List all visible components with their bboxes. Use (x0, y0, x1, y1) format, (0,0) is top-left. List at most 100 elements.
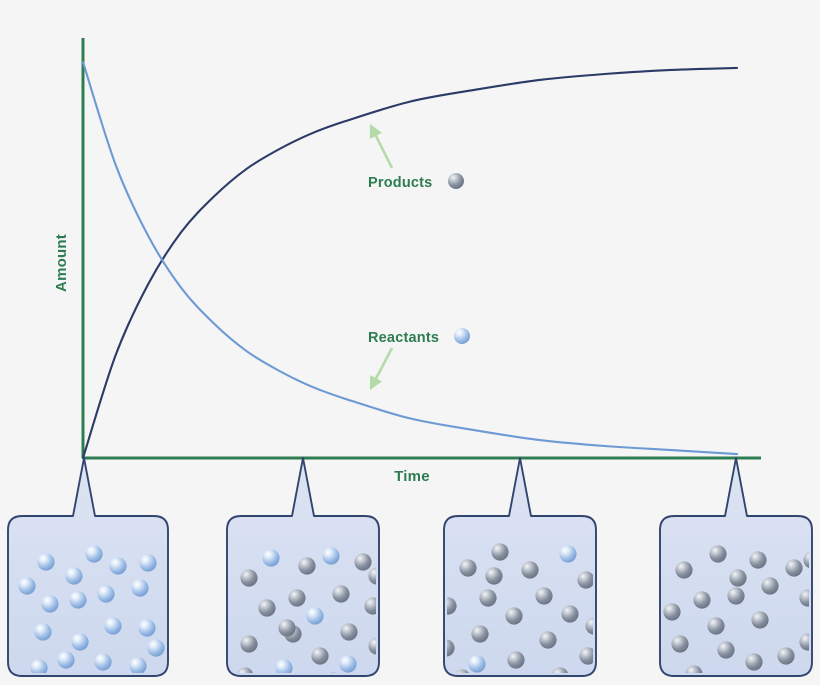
product-sphere-icon (749, 551, 767, 569)
annotation-arrows (369, 123, 394, 391)
product-sphere-icon (521, 561, 539, 579)
reactants-curve (81, 60, 739, 456)
product-sphere-icon (278, 619, 296, 637)
snapshot-box-3 (443, 457, 597, 677)
product-sphere-icon (579, 647, 593, 665)
products-label: Products (368, 175, 432, 191)
reactant-sphere-icon (322, 547, 340, 565)
reactant-sphere-icon (147, 639, 165, 657)
snapshot-callout-shape (659, 457, 813, 677)
product-sphere-icon (745, 653, 763, 671)
product-sphere-icon (332, 585, 350, 603)
reactant-sphere-icon (454, 328, 470, 344)
product-sphere-icon (663, 603, 681, 621)
reactant-sphere-icon (139, 554, 157, 572)
reactant-sphere-icon (37, 553, 55, 571)
snapshot-box-4 (655, 457, 813, 685)
legend-products: Products (368, 173, 464, 191)
product-sphere-icon (448, 173, 464, 189)
product-sphere-icon (240, 635, 258, 653)
snapshot-box-1 (7, 457, 169, 685)
product-sphere-icon (785, 559, 803, 577)
product-sphere-icon (507, 651, 525, 669)
reactant-sphere-icon (129, 657, 147, 673)
product-sphere-icon (803, 551, 809, 569)
reactant-sphere-icon (275, 659, 293, 673)
snapshot-boxes-layer (7, 457, 813, 685)
product-sphere-icon (685, 665, 703, 673)
reactant-sphere-icon (57, 651, 75, 669)
product-sphere-icon (693, 591, 711, 609)
snapshot-callout-shape (7, 457, 169, 677)
product-sphere-icon (447, 639, 455, 657)
reactant-sphere-icon (71, 633, 89, 651)
reactant-sphere-icon (131, 579, 149, 597)
curves-group (81, 60, 739, 460)
reactant-sphere-icon (18, 679, 35, 685)
reactant-sphere-icon (18, 577, 36, 595)
product-sphere-icon (485, 567, 503, 585)
product-sphere-icon (777, 647, 795, 665)
reactant-sphere-icon (559, 545, 577, 563)
y-axis-label: Amount (53, 234, 70, 292)
reactant-sphere-icon (262, 549, 280, 567)
products-curve (81, 66, 739, 460)
reactant-sphere-icon (104, 617, 122, 635)
product-sphere-icon (354, 553, 372, 571)
products-arrow (369, 123, 394, 169)
product-sphere-icon (577, 571, 593, 589)
product-sphere-icon (258, 599, 276, 617)
product-sphere-icon (655, 675, 672, 685)
reactant-sphere-icon (65, 567, 83, 585)
snapshot-box-2 (226, 457, 380, 677)
reactant-sphere-icon (468, 655, 486, 673)
reactant-sphere-icon (138, 619, 156, 637)
product-sphere-icon (729, 569, 747, 587)
product-sphere-icon (368, 567, 376, 585)
product-sphere-icon (561, 605, 579, 623)
product-sphere-icon (799, 589, 809, 607)
product-sphere-icon (671, 635, 689, 653)
product-sphere-icon (727, 587, 745, 605)
reactant-sphere-icon (30, 659, 48, 673)
axes-group (81, 38, 761, 460)
product-sphere-icon (761, 577, 779, 595)
product-sphere-icon (364, 597, 376, 615)
reactant-sphere-icon (109, 557, 127, 575)
product-sphere-icon (551, 667, 569, 673)
product-sphere-icon (709, 545, 727, 563)
reactant-sphere-icon (97, 585, 115, 603)
reactant-sphere-icon (41, 595, 59, 613)
reactant-sphere-icon (85, 545, 103, 563)
product-sphere-icon (505, 607, 523, 625)
product-sphere-icon (298, 557, 316, 575)
product-sphere-icon (340, 623, 358, 641)
product-sphere-icon (539, 631, 557, 649)
reactant-sphere-icon (306, 607, 324, 625)
product-sphere-icon (288, 589, 306, 607)
product-sphere-icon (236, 667, 254, 673)
x-axis-label: Time (394, 468, 430, 485)
product-sphere-icon (368, 637, 376, 655)
reactant-sphere-icon (69, 591, 87, 609)
product-sphere-icon (471, 625, 489, 643)
reactants-arrow (369, 347, 394, 391)
reactant-sphere-icon (339, 655, 357, 673)
product-sphere-icon (717, 641, 735, 659)
product-sphere-icon (479, 589, 497, 607)
reactants-label: Reactants (368, 330, 439, 346)
reactant-sphere-icon (34, 623, 52, 641)
product-sphere-icon (491, 543, 509, 561)
product-sphere-icon (240, 569, 258, 587)
product-sphere-icon (751, 611, 769, 629)
reactant-sphere-icon (94, 653, 112, 671)
product-sphere-icon (707, 617, 725, 635)
product-sphere-icon (311, 647, 329, 665)
product-sphere-icon (459, 559, 477, 577)
product-sphere-icon (585, 617, 593, 635)
product-sphere-icon (535, 587, 553, 605)
product-sphere-icon (675, 561, 693, 579)
product-sphere-icon (447, 597, 457, 615)
